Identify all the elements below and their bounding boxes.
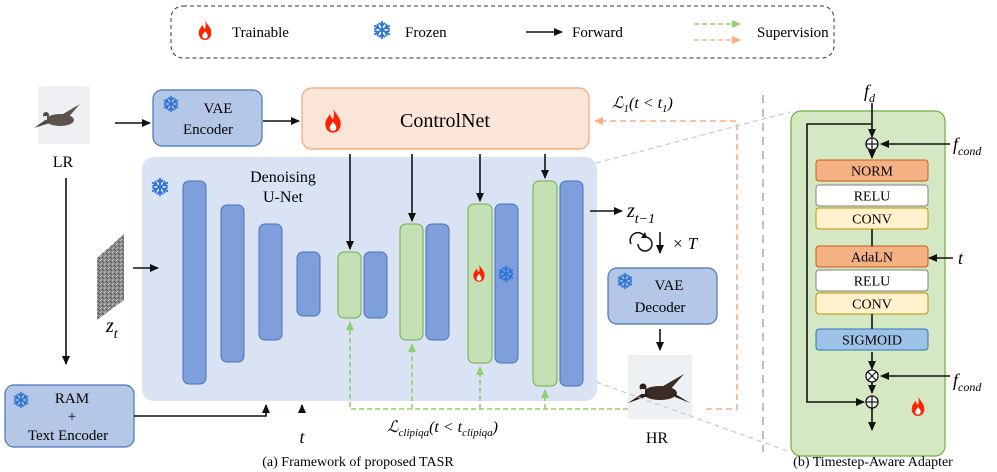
z-prev-label: zt−1 — [626, 200, 655, 227]
ram-line2: + — [68, 409, 76, 425]
unet-decoder-bar-3 — [494, 203, 519, 364]
adapter-layer-relu-2 — [815, 269, 929, 292]
l1-supervision — [594, 117, 738, 410]
loss-l1-label: ℒ1(t < t1) — [612, 95, 673, 115]
unet-panel: Denoising U-Net — [142, 157, 597, 401]
adapter-layer-relu-2-label: RELU — [854, 275, 891, 290]
caption-a: (a) Framework of proposed TASR — [262, 455, 454, 470]
lr-label: LR — [53, 154, 74, 171]
noise-latent — [97, 234, 124, 320]
vae-encoder: VAE Encoder — [152, 89, 263, 147]
controlnet-label: ControlNet — [400, 110, 490, 132]
adapter-t-label: t — [958, 248, 964, 268]
fcond-top-label: fcond — [953, 134, 982, 158]
vae-decoder-box — [607, 267, 718, 325]
controlnet-box — [301, 87, 590, 150]
zt-label: zt — [105, 315, 119, 342]
unet-encoder-bar-2 — [220, 204, 245, 363]
vae-decoder-line2: Decoder — [635, 300, 686, 316]
noise-image — [97, 234, 124, 320]
zoom-line-bottom — [595, 381, 791, 453]
hr-image — [628, 355, 692, 419]
skip-connection — [806, 123, 872, 406]
hr-label: HR — [646, 430, 669, 447]
adapter-layer-relu-label: RELU — [854, 190, 891, 205]
legend-frozen-label: Frozen — [405, 25, 447, 41]
unet-decoder-bar-4 — [559, 180, 584, 387]
adapter-layer-norm — [815, 159, 929, 182]
t-label: t — [299, 427, 305, 447]
vae-encoder-line2: Encoder — [183, 122, 233, 138]
vae-encoder-line1: VAE — [204, 101, 233, 117]
vae-decoder-line1: VAE — [655, 278, 684, 294]
unet-middle-bar — [296, 251, 321, 317]
unet-encoder-bar-1 — [182, 180, 207, 385]
times-t-label: × T — [672, 234, 699, 253]
caption-b: (b) Timestep-Aware Adapter — [793, 455, 953, 470]
ram-line3: Text Encoder — [28, 428, 108, 444]
adapter-bar-1 — [337, 251, 362, 319]
legend-trainable-label: Trainable — [232, 25, 289, 41]
adapter-bar-3 — [467, 203, 493, 364]
legend-frame — [170, 5, 835, 59]
loss-clipiqa-label: ℒclipiqa(t < tclipiqa) — [387, 419, 498, 439]
unet-encoder-bar-3 — [258, 223, 283, 341]
adapter-layer-conv-2-label: CONV — [852, 298, 892, 313]
ram-text-encoder: RAM + Text Encoder — [4, 384, 135, 448]
ram-line1: RAM — [55, 391, 89, 407]
legend-forward-label: Forward — [572, 25, 623, 41]
adapter-layer-adaln-label: AdaLN — [851, 251, 893, 266]
adapter-layer-relu — [815, 184, 929, 207]
lr-image — [34, 86, 90, 144]
adapter-bar-2 — [399, 223, 424, 341]
zoom-line-top — [595, 111, 791, 164]
vae-encoder-box — [152, 89, 263, 147]
timestep-aware-adapter: fd fcond NORM RELU CONV AdaLN RELU CONV SIGMOI… — [790, 81, 982, 457]
adapter-bar-4 — [532, 180, 558, 387]
legend-supervision-label: Supervision — [757, 25, 829, 41]
adapter-layer-norm-label: NORM — [851, 165, 894, 180]
denoising-line2: U-Net — [263, 189, 304, 206]
adapter-layer-sigmoid-label: SIGMOID — [842, 334, 902, 349]
fd-label: fd — [864, 81, 876, 105]
loop-icon — [629, 231, 653, 252]
unet-decoder-bar-1 — [363, 251, 388, 319]
unet-decoder-bar-2 — [425, 223, 450, 341]
clipiqa-supervision — [346, 321, 628, 410]
controlnet: ControlNet — [301, 87, 590, 150]
vae-decoder: VAE Decoder — [607, 267, 718, 325]
fcond-bottom-label: fcond — [953, 370, 982, 394]
denoising-line1: Denoising — [250, 169, 316, 186]
adapter-layer-conv-label: CONV — [852, 213, 892, 228]
legend: Trainable Frozen Forward Supervision — [170, 5, 835, 59]
text-to-unet-arrow — [134, 404, 270, 417]
